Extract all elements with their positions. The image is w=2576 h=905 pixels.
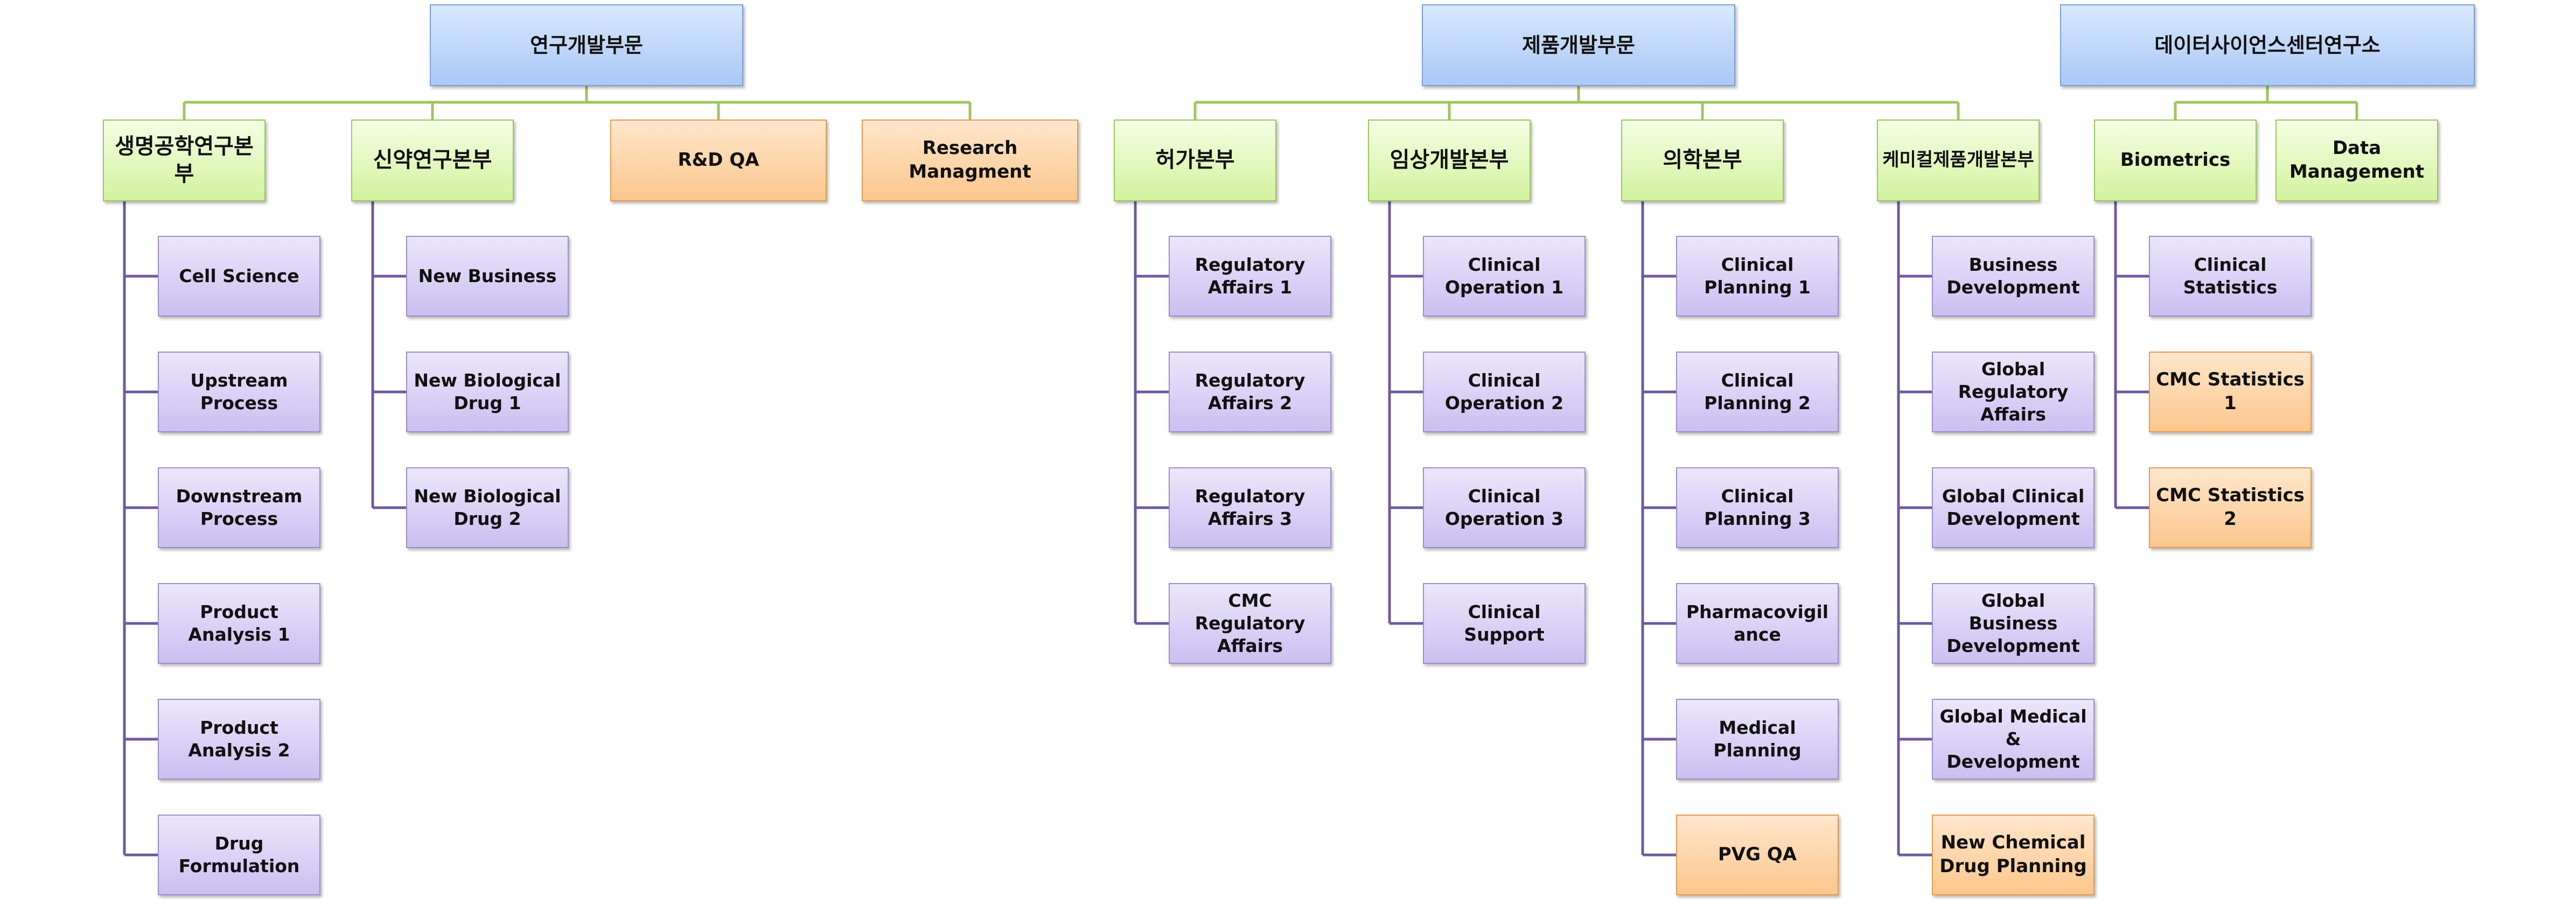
team-box-label: PVG QA [1718, 844, 1797, 866]
division-box: 제품개발부문 [1422, 4, 1735, 86]
team-box: Clinical Statistics [2149, 236, 2312, 317]
hq-box: Biometrics [2094, 120, 2257, 201]
team-box-label: Global Business Development [1946, 590, 2080, 657]
team-box: Product Analysis 1 [158, 583, 320, 664]
team-box-label: New Biological Drug 2 [414, 485, 561, 529]
team-box: Medical Planning [1676, 699, 1839, 780]
team-box-label: Product Analysis 1 [188, 601, 290, 645]
team-box: New Biological Drug 1 [406, 352, 569, 432]
team-box: Clinical Support [1423, 583, 1586, 664]
division-box: 데이터사이언스센터연구소 [2060, 4, 2475, 86]
hq-box: 케미컬제품개발본부 [1877, 120, 2040, 201]
team-box-label: New Chemical Drug Planning [1939, 832, 2087, 877]
team-box: Pharmacovigilance [1676, 583, 1839, 664]
team-box-label: CMC Statistics 2 [2156, 485, 2305, 530]
team-box-label: Clinical Planning 2 [1704, 369, 1811, 413]
team-box-label: CMC Statistics 1 [2156, 369, 2305, 414]
team-box: Upstream Process [158, 352, 320, 432]
team-box-label: Clinical Operation 2 [1444, 369, 1564, 413]
team-box: Regulatory Affairs 3 [1169, 467, 1331, 548]
team-box: CMC Statistics 1 [2149, 352, 2312, 432]
team-box: Clinical Operation 3 [1423, 467, 1586, 548]
team-box-label: CMC Regulatory Affairs [1195, 590, 1306, 657]
team-box-label: Global Medical & Development [1939, 705, 2087, 773]
team-box-label: Clinical Planning 1 [1704, 254, 1811, 298]
hq-box-label: 허가본부 [1155, 148, 1235, 173]
team-box: Product Analysis 2 [158, 699, 320, 780]
team-box: New Biological Drug 2 [406, 467, 569, 548]
hq-box: 임상개발본부 [1368, 120, 1531, 201]
team-box-label: Cell Science [179, 265, 299, 286]
team-box-label: Downstream Process [176, 485, 303, 529]
hq-box: Data Management [2275, 120, 2438, 201]
team-box-label: Product Analysis 2 [188, 717, 290, 761]
team-box-label: New Biological Drug 1 [414, 369, 561, 413]
hq-box: R&D QA [610, 120, 827, 201]
team-box-label: Business Development [1946, 254, 2080, 298]
team-box-label: Pharmacovigilance [1686, 601, 1829, 645]
team-box-label: New Business [418, 265, 557, 286]
team-box: Downstream Process [158, 467, 320, 548]
team-box-label: Global Regulatory Affairs [1958, 358, 2069, 425]
hq-box-label: Research Managment [909, 137, 1031, 183]
team-box: Cell Science [158, 236, 320, 317]
team-box-label: Clinical Operation 1 [1444, 254, 1564, 298]
hq-box-label: R&D QA [678, 149, 759, 171]
team-box-label: Regulatory Affairs 3 [1195, 485, 1306, 529]
team-box-label: Upstream Process [190, 369, 288, 413]
team-box: Clinical Planning 3 [1676, 467, 1839, 548]
hq-box-label: Biometrics [2120, 149, 2231, 171]
team-box-label: Clinical Operation 3 [1444, 485, 1564, 529]
division-box-label: 데이터사이언스센터연구소 [2154, 33, 2380, 57]
team-box-label: Global Clinical Development [1942, 485, 2085, 529]
hq-box-label: 임상개발본부 [1390, 148, 1509, 173]
team-box: Global Regulatory Affairs [1932, 352, 2095, 432]
team-box-label: Regulatory Affairs 1 [1195, 254, 1306, 298]
team-box: Regulatory Affairs 2 [1169, 352, 1331, 432]
team-box: Clinical Operation 2 [1423, 352, 1586, 432]
team-box: CMC Statistics 2 [2149, 467, 2312, 548]
division-box-label: 제품개발부문 [1522, 33, 1635, 57]
hq-box: Research Managment [862, 120, 1078, 201]
team-box: Business Development [1932, 236, 2095, 317]
team-box-label: Drug Formulation [178, 832, 300, 876]
team-box: Clinical Planning 2 [1676, 352, 1839, 432]
team-box: Drug Formulation [158, 815, 320, 895]
team-box: Clinical Planning 1 [1676, 236, 1839, 317]
team-box-label: Clinical Support [1464, 601, 1545, 645]
hq-box-label: 케미컬제품개발본부 [1882, 149, 2034, 171]
division-box-label: 연구개발부문 [530, 33, 643, 57]
team-box-label: Regulatory Affairs 2 [1195, 369, 1306, 413]
team-box: Clinical Operation 1 [1423, 236, 1586, 317]
team-box-label: Clinical Planning 3 [1704, 485, 1811, 529]
team-box: New Chemical Drug Planning [1932, 815, 2095, 895]
hq-box-label: Data Management [2289, 137, 2425, 183]
hq-box: 의학본부 [1621, 120, 1784, 201]
team-box: Global Business Development [1932, 583, 2095, 664]
hq-box-label: 의학본부 [1663, 148, 1742, 173]
hq-box-label: 생명공학연구본부 [115, 134, 254, 186]
team-box: CMC Regulatory Affairs [1169, 583, 1331, 664]
team-box-label: Medical Planning [1713, 717, 1802, 761]
team-box-label: Clinical Statistics [2183, 254, 2278, 298]
team-box: PVG QA [1676, 815, 1839, 895]
hq-box: 생명공학연구본부 [103, 120, 266, 201]
division-box: 연구개발부문 [430, 4, 743, 86]
team-box: Global Clinical Development [1932, 467, 2095, 548]
team-box: Regulatory Affairs 1 [1169, 236, 1331, 317]
team-box: New Business [406, 236, 569, 317]
hq-box: 허가본부 [1114, 120, 1276, 201]
hq-box: 신약연구본부 [351, 120, 514, 201]
hq-box-label: 신약연구본부 [373, 148, 492, 173]
team-box: Global Medical & Development [1932, 699, 2095, 780]
